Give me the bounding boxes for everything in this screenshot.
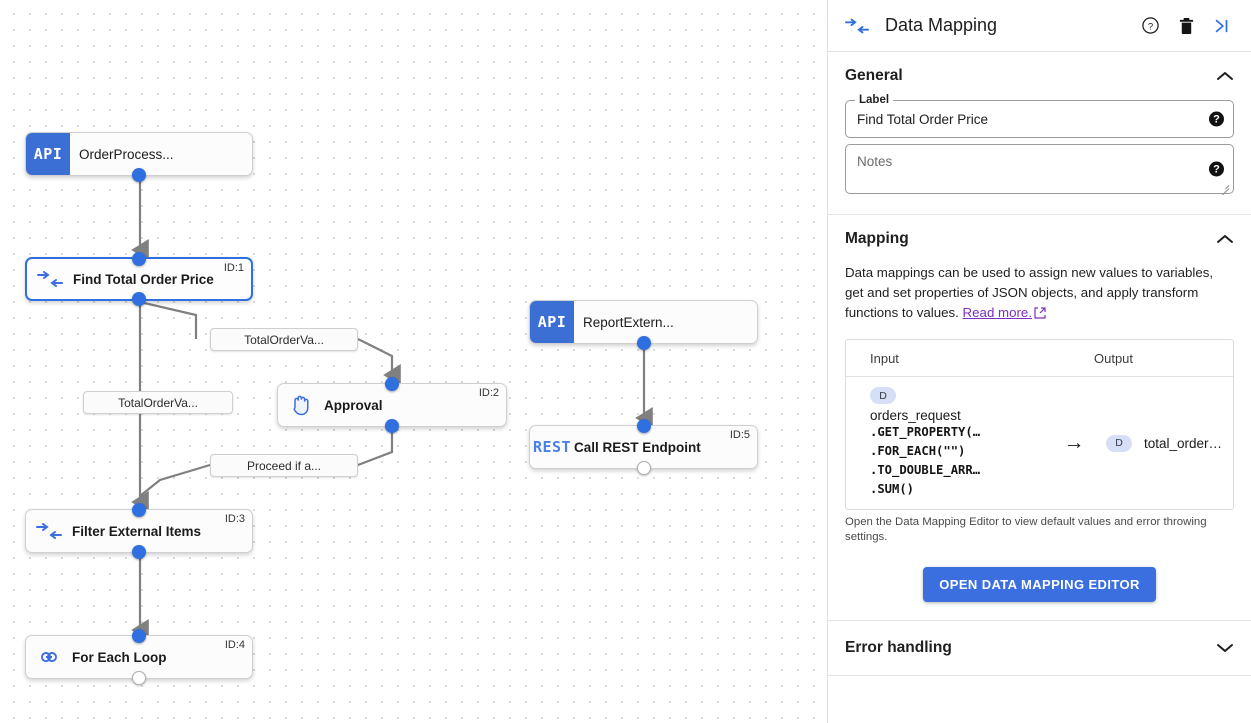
hand-icon xyxy=(278,394,324,416)
mapping-arrow-icon: → xyxy=(1063,431,1085,454)
edge-label[interactable]: TotalOrderVa... xyxy=(210,328,358,351)
divider xyxy=(828,620,1251,621)
section-title: Error handling xyxy=(845,639,952,656)
node-id-label: ID:4 xyxy=(224,639,245,651)
node-id-label: ID:5 xyxy=(729,429,750,441)
node-input-port[interactable] xyxy=(132,503,146,517)
help-icon[interactable]: ? xyxy=(1209,111,1224,127)
notes-placeholder: Notes xyxy=(857,154,893,169)
node-output-port[interactable] xyxy=(385,419,399,433)
node-id-label: ID:2 xyxy=(478,387,499,399)
node-input-port[interactable] xyxy=(132,629,146,643)
open-data-mapping-editor-button[interactable]: OPEN DATA MAPPING EDITOR xyxy=(923,567,1156,602)
mapping-description-text: Data mappings can be used to assign new … xyxy=(845,265,1214,320)
edge-label[interactable]: Proceed if a... xyxy=(210,454,358,477)
node-id-label: ID:1 xyxy=(223,262,244,274)
canvas-node-for-each-loop[interactable]: For Each Loop ID:4 xyxy=(25,629,253,685)
node-output-port[interactable] xyxy=(132,292,146,306)
datatype-badge: D xyxy=(1106,434,1132,452)
node-output-port[interactable] xyxy=(636,461,651,475)
read-more-link[interactable]: Read more. xyxy=(962,305,1033,320)
table-row[interactable]: D orders_request .GET_PROPERTY(… .FOR_EA… xyxy=(846,377,1233,509)
section-mapping: Mapping Data mappings can be used to ass… xyxy=(828,215,1251,620)
collapse-right-icon[interactable] xyxy=(1207,11,1237,41)
canvas-node-filter-external-items[interactable]: Filter External Items ID:3 xyxy=(25,503,253,559)
divider xyxy=(828,214,1251,215)
rest-chip-icon: REST xyxy=(532,438,572,456)
node-input-port[interactable] xyxy=(132,252,146,266)
mapping-output-cell: D total_order… xyxy=(1096,434,1233,452)
column-header-input: Input xyxy=(870,350,899,366)
node-input-port[interactable] xyxy=(385,377,399,391)
panel-header: Data Mapping ? xyxy=(828,0,1251,52)
infinity-loop-icon xyxy=(26,650,72,664)
input-expression-line: .TO_DOUBLE_ARR… xyxy=(870,463,981,477)
node-output-port[interactable] xyxy=(636,336,651,350)
edge-label[interactable]: TotalOrderVa... xyxy=(83,391,233,414)
node-output-port[interactable] xyxy=(132,545,146,559)
canvas-node-find-total-order-price[interactable]: Find Total Order Price ID:1 xyxy=(25,252,253,306)
label-field-value: Find Total Order Price xyxy=(857,111,989,127)
page-title: Data Mapping xyxy=(885,15,998,35)
label-field[interactable]: Label Find Total Order Price ? xyxy=(845,94,1234,138)
mapping-actions: OPEN DATA MAPPING EDITOR xyxy=(845,567,1234,602)
input-variable-name: orders_request xyxy=(870,408,961,423)
mapping-footnote: Open the Data Mapping Editor to view def… xyxy=(845,516,1207,543)
data-mapping-icon xyxy=(845,18,871,34)
node-title: Approval xyxy=(324,397,383,413)
mapping-table: Input Output D orders_request .GET_PROPE… xyxy=(845,339,1234,510)
workflow-edges xyxy=(131,176,653,641)
divider xyxy=(828,675,1251,676)
input-expression-line: .SUM() xyxy=(870,482,915,496)
node-output-port[interactable] xyxy=(132,168,146,182)
trash-icon[interactable] xyxy=(1171,11,1201,41)
svg-text:?: ? xyxy=(1147,21,1152,32)
canvas-node-orderprocess[interactable]: API OrderProcess... xyxy=(25,132,253,182)
node-input-port[interactable] xyxy=(636,419,651,433)
node-title: OrderProcess... xyxy=(79,146,174,162)
canvas-node-call-rest-endpoint[interactable]: REST Call REST Endpoint ID:5 xyxy=(529,419,758,475)
section-mapping-header[interactable]: Mapping xyxy=(845,215,1234,263)
mapping-input-cell: D orders_request .GET_PROPERTY(… .FOR_EA… xyxy=(846,377,1052,509)
mapping-table-header: Input Output xyxy=(846,340,1233,377)
section-title: General xyxy=(845,67,903,84)
chevron-up-icon[interactable] xyxy=(1216,70,1234,82)
node-title: Find Total Order Price xyxy=(73,271,214,287)
input-expression-line: .FOR_EACH("") xyxy=(870,444,966,458)
workflow-canvas[interactable]: API OrderProcess... Find Total Order Pri… xyxy=(0,0,828,723)
section-error-handling: Error handling xyxy=(828,621,1251,675)
api-chip-icon: API xyxy=(530,301,574,343)
chevron-up-icon[interactable] xyxy=(1216,233,1234,245)
datatype-badge: D xyxy=(870,387,896,404)
node-title: Call REST Endpoint xyxy=(574,439,701,455)
section-title: Mapping xyxy=(845,230,909,247)
api-chip-icon: API xyxy=(26,133,70,175)
canvas-node-reportextern[interactable]: API ReportExtern... xyxy=(529,300,758,350)
section-error-handling-header[interactable]: Error handling xyxy=(845,621,1234,675)
external-link-icon[interactable] xyxy=(1034,305,1046,325)
label-field-caption: Label xyxy=(855,94,894,106)
notes-field[interactable]: Notes ? xyxy=(845,144,1234,194)
chevron-down-icon[interactable] xyxy=(1216,642,1234,654)
section-general-header[interactable]: General xyxy=(845,52,1234,100)
mapping-description: Data mappings can be used to assign new … xyxy=(845,263,1234,325)
data-mapping-icon xyxy=(26,523,72,539)
node-title: For Each Loop xyxy=(72,649,167,665)
canvas-node-approval[interactable]: Approval ID:2 xyxy=(277,377,507,433)
help-circle-icon[interactable]: ? xyxy=(1135,11,1165,41)
help-icon[interactable]: ? xyxy=(1209,161,1224,177)
output-variable-name: total_order… xyxy=(1144,435,1223,451)
node-title: Filter External Items xyxy=(72,523,202,539)
section-general: General Label Find Total Order Price ? N… xyxy=(828,52,1251,214)
node-output-port[interactable] xyxy=(132,671,146,685)
node-title: ReportExtern... xyxy=(583,314,674,330)
properties-panel: Data Mapping ? xyxy=(828,0,1251,723)
data-mapping-icon xyxy=(27,271,73,287)
input-expression-line: .GET_PROPERTY(… xyxy=(870,425,981,439)
textarea-resize-handle[interactable] xyxy=(1220,181,1229,190)
node-id-label: ID:3 xyxy=(224,513,245,525)
column-header-output: Output xyxy=(1094,350,1134,366)
